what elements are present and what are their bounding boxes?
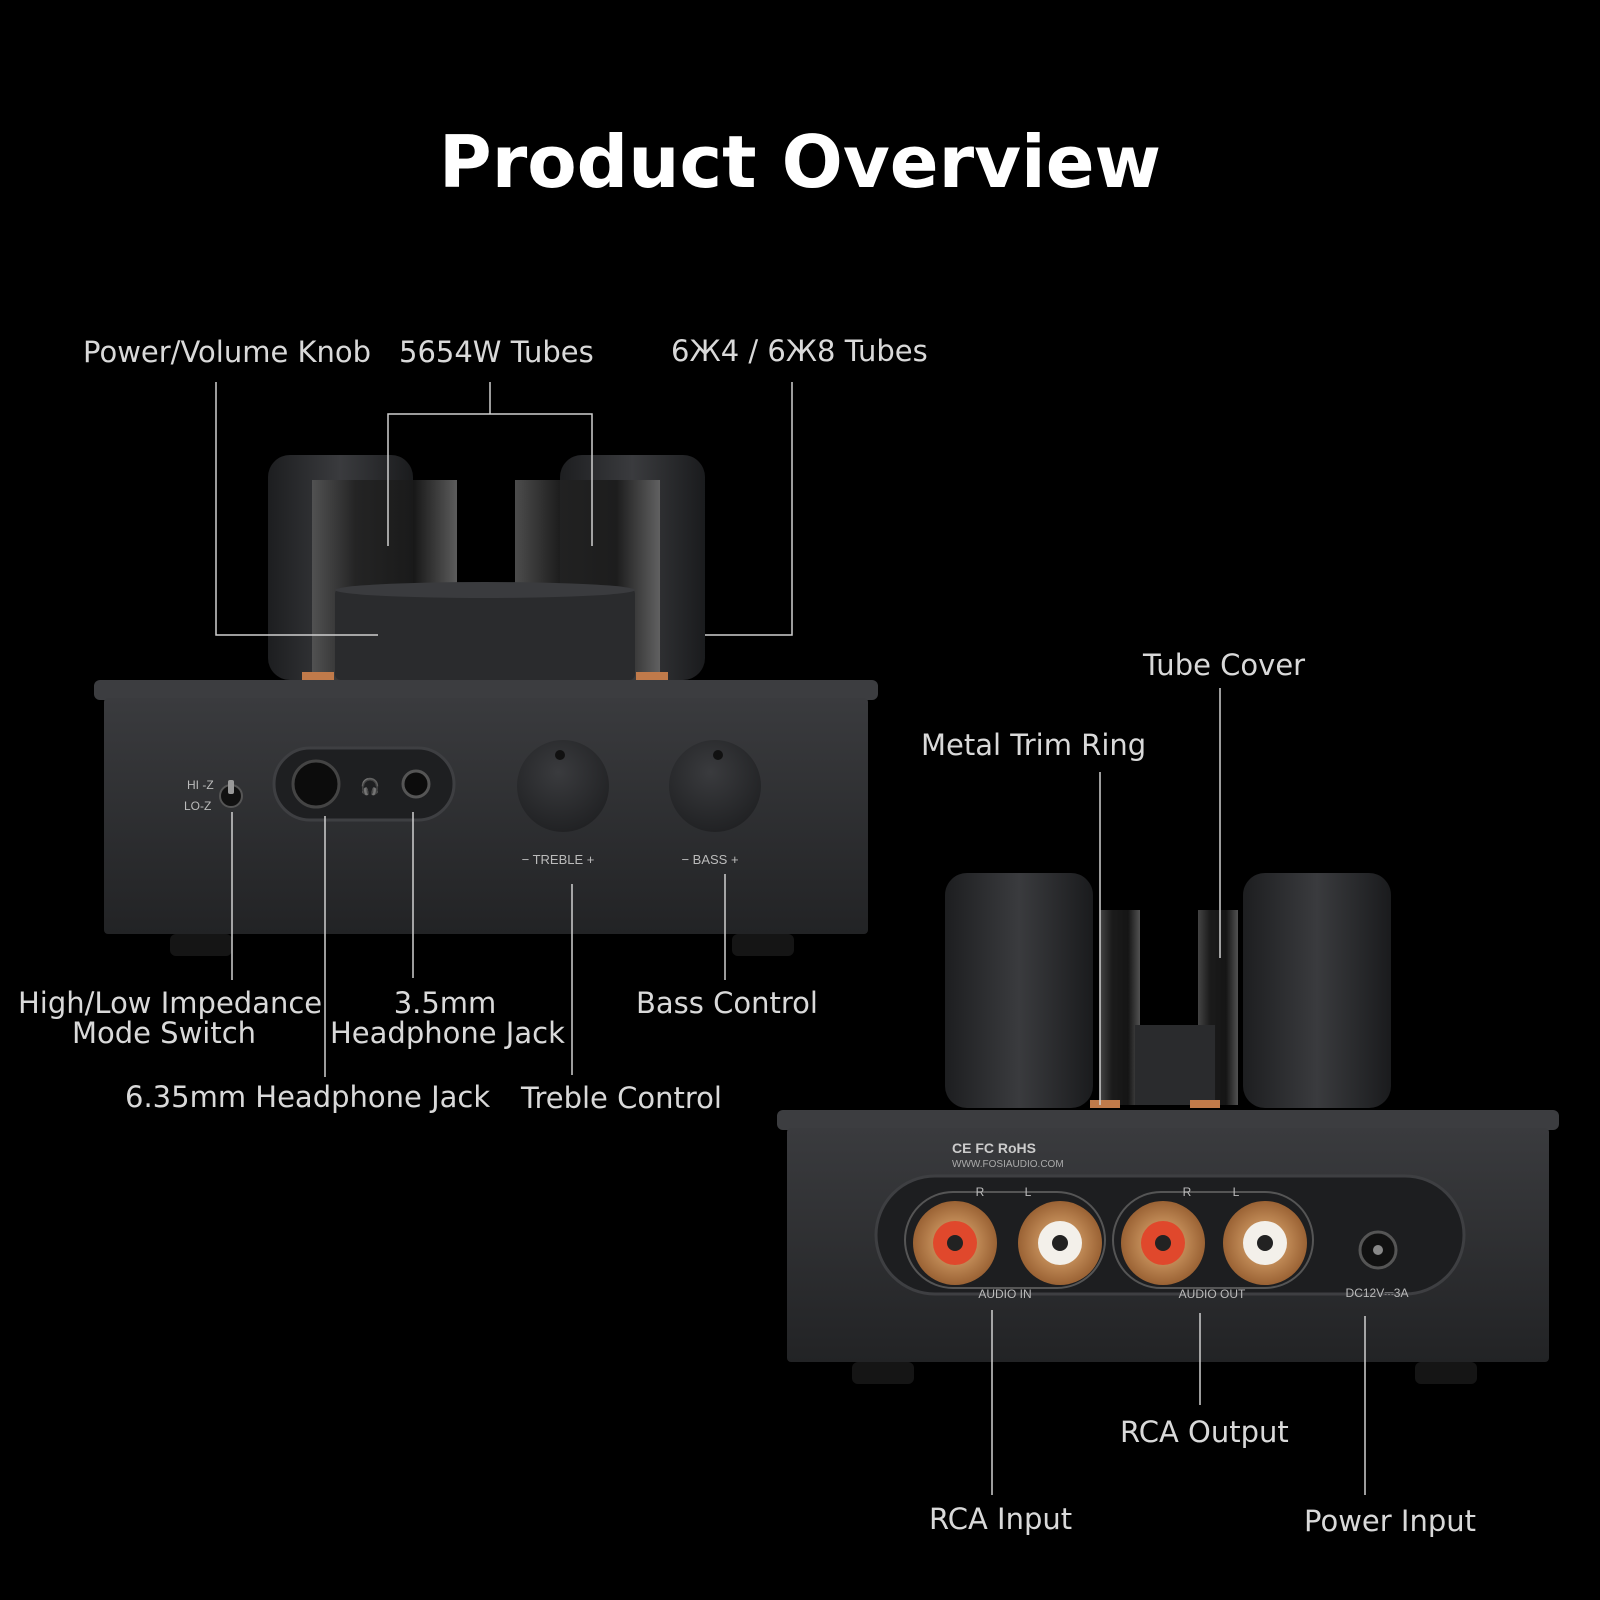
label-impedance-line1: High/Low Impedance: [18, 986, 323, 1020]
label-power-input: Power Input: [1304, 1504, 1476, 1538]
bass-knob: [669, 740, 761, 832]
rca-in-left: [1018, 1201, 1102, 1285]
audio-out-text: AUDIO OUT: [1179, 1287, 1246, 1301]
leader-lines: [215, 382, 1366, 1495]
line-5654w-bracket: [387, 413, 593, 546]
label-bass-control: Bass Control: [636, 986, 818, 1020]
line-6zh: [705, 382, 793, 636]
label-6zh-tubes: 6Ж4 / 6Ж8 Tubes: [671, 334, 928, 368]
tube-cover: [335, 588, 635, 680]
in-l-label: L: [1025, 1185, 1032, 1199]
label-rca-output: RCA Output: [1120, 1415, 1289, 1449]
label-metal-trim-ring: Metal Trim Ring: [921, 728, 1147, 762]
front-unit: 🎧 HI -Z LO-Z − TREBLE + − BASS +: [94, 455, 878, 956]
label-35mm-line1: 3.5mm: [393, 986, 497, 1020]
headphone-icon: 🎧: [360, 777, 380, 796]
label-impedance-line2: Mode Switch: [71, 1016, 257, 1050]
rear-tube-cap-right: [1243, 873, 1391, 1108]
treble-text: − TREBLE +: [522, 852, 595, 867]
certifications-text: CE FC RoHS: [952, 1140, 1036, 1156]
label-tube-cover: Tube Cover: [1143, 648, 1306, 682]
label-rca-input: RCA Input: [929, 1502, 1073, 1536]
label-5654w-tubes: 5654W Tubes: [399, 335, 594, 369]
line-power-knob: [215, 382, 378, 636]
label-35mm-line2: Headphone Jack: [330, 1016, 565, 1050]
rca-out-right: [1121, 1201, 1205, 1285]
front-chassis-top: [94, 680, 878, 700]
bass-text: − BASS +: [681, 852, 738, 867]
out-r-label: R: [1183, 1185, 1192, 1199]
treble-knob: [517, 740, 609, 832]
jack-35: [401, 769, 431, 799]
label-impedance-switch: High/Low Impedance Mode Switch: [18, 986, 323, 1050]
hi-z-text: HI -Z: [187, 778, 214, 792]
website-text: WWW.FOSIAUDIO.COM: [952, 1159, 1064, 1170]
rca-in-right: [913, 1201, 997, 1285]
label-35mm-jack: 3.5mm Headphone Jack: [330, 986, 565, 1050]
audio-in-text: AUDIO IN: [978, 1287, 1031, 1301]
lo-z-text: LO-Z: [184, 799, 211, 813]
rear-tube-cap-left: [945, 873, 1093, 1108]
rear-unit: CE FC RoHS WWW.FOSIAUDIO.COM R L R L AUD…: [777, 873, 1559, 1384]
jack-635: [291, 759, 341, 809]
label-635mm-jack: 6.35mm Headphone Jack: [125, 1080, 491, 1114]
rca-out-left: [1223, 1201, 1307, 1285]
rear-chassis-top: [777, 1110, 1559, 1130]
page-title: Product Overview: [438, 120, 1162, 204]
label-treble-control: Treble Control: [521, 1081, 722, 1115]
label-power-volume-knob: Power/Volume Knob: [83, 335, 372, 369]
front-chassis: [104, 698, 868, 934]
out-l-label: L: [1233, 1185, 1240, 1199]
dc-rating-text: DC12V⎓3A: [1346, 1286, 1409, 1300]
in-r-label: R: [976, 1185, 985, 1199]
